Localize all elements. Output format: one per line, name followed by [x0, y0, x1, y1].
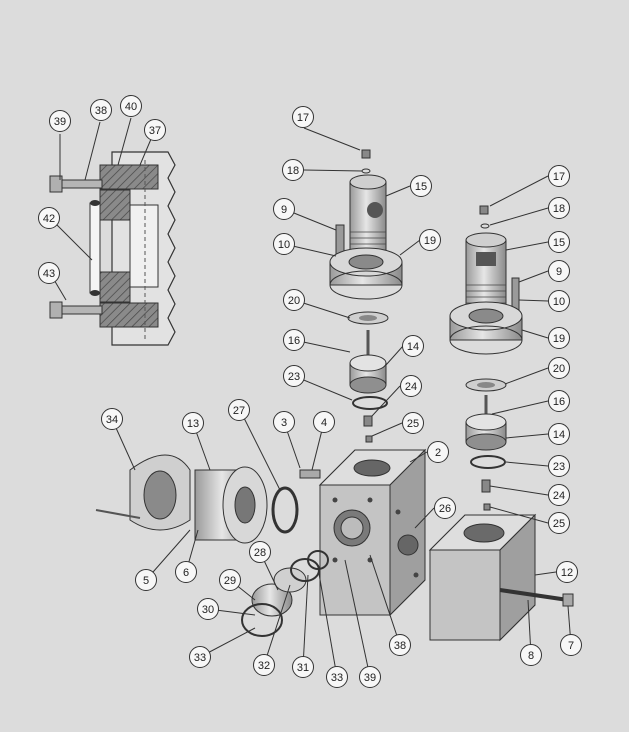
main-body-block — [299, 448, 427, 617]
callout-32: 32 — [253, 654, 275, 676]
callout-17: 17 — [548, 165, 570, 187]
callout-3: 3 — [273, 411, 295, 433]
callout-31: 31 — [292, 656, 314, 678]
callout-27: 27 — [228, 399, 250, 421]
callout-15: 15 — [548, 231, 570, 253]
callout-24: 24 — [548, 484, 570, 506]
callout-29: 29 — [219, 569, 241, 591]
callout-23: 23 — [283, 365, 305, 387]
callout-25: 25 — [402, 412, 424, 434]
callout-6: 6 — [175, 561, 197, 583]
callout-20: 20 — [283, 289, 305, 311]
callout-4: 4 — [313, 411, 335, 433]
callout-15: 15 — [410, 175, 432, 197]
callout-16: 16 — [548, 390, 570, 412]
callout-7: 7 — [560, 634, 582, 656]
callout-12: 12 — [556, 561, 578, 583]
callout-43: 43 — [38, 262, 60, 284]
callout-10: 10 — [273, 233, 295, 255]
callout-40: 40 — [120, 95, 142, 117]
callout-23: 23 — [548, 455, 570, 477]
callout-16: 16 — [283, 329, 305, 351]
callout-30: 30 — [197, 598, 219, 620]
callout-9: 9 — [273, 198, 295, 220]
callout-38: 38 — [90, 99, 112, 121]
callout-10: 10 — [548, 290, 570, 312]
callout-34: 34 — [101, 408, 123, 430]
callout-14: 14 — [402, 335, 424, 357]
callout-38: 38 — [389, 634, 411, 656]
callout-25: 25 — [548, 512, 570, 534]
callout-42: 42 — [38, 207, 60, 229]
callout-17: 17 — [292, 106, 314, 128]
callout-33: 33 — [326, 666, 348, 688]
callout-13: 13 — [182, 412, 204, 434]
right-valve-parts — [449, 205, 523, 511]
lower-liner-parts — [241, 550, 329, 637]
callout-33: 33 — [189, 646, 211, 668]
upper-middle-valve-parts — [329, 149, 403, 443]
callout-14: 14 — [548, 423, 570, 445]
discharge-block — [428, 513, 574, 642]
callout-9: 9 — [548, 260, 570, 282]
callout-2: 2 — [427, 441, 449, 463]
callout-8: 8 — [520, 644, 542, 666]
callout-5: 5 — [135, 569, 157, 591]
callout-24: 24 — [400, 375, 422, 397]
callout-19: 19 — [419, 229, 441, 251]
callout-28: 28 — [249, 541, 271, 563]
callout-19: 19 — [548, 327, 570, 349]
callout-39: 39 — [359, 666, 381, 688]
callout-20: 20 — [548, 357, 570, 379]
callout-18: 18 — [282, 159, 304, 181]
callout-37: 37 — [144, 119, 166, 141]
callout-26: 26 — [434, 497, 456, 519]
callout-39: 39 — [49, 110, 71, 132]
callout-18: 18 — [548, 197, 570, 219]
left-clamp-and-flange — [95, 454, 299, 544]
section-view — [49, 151, 176, 346]
